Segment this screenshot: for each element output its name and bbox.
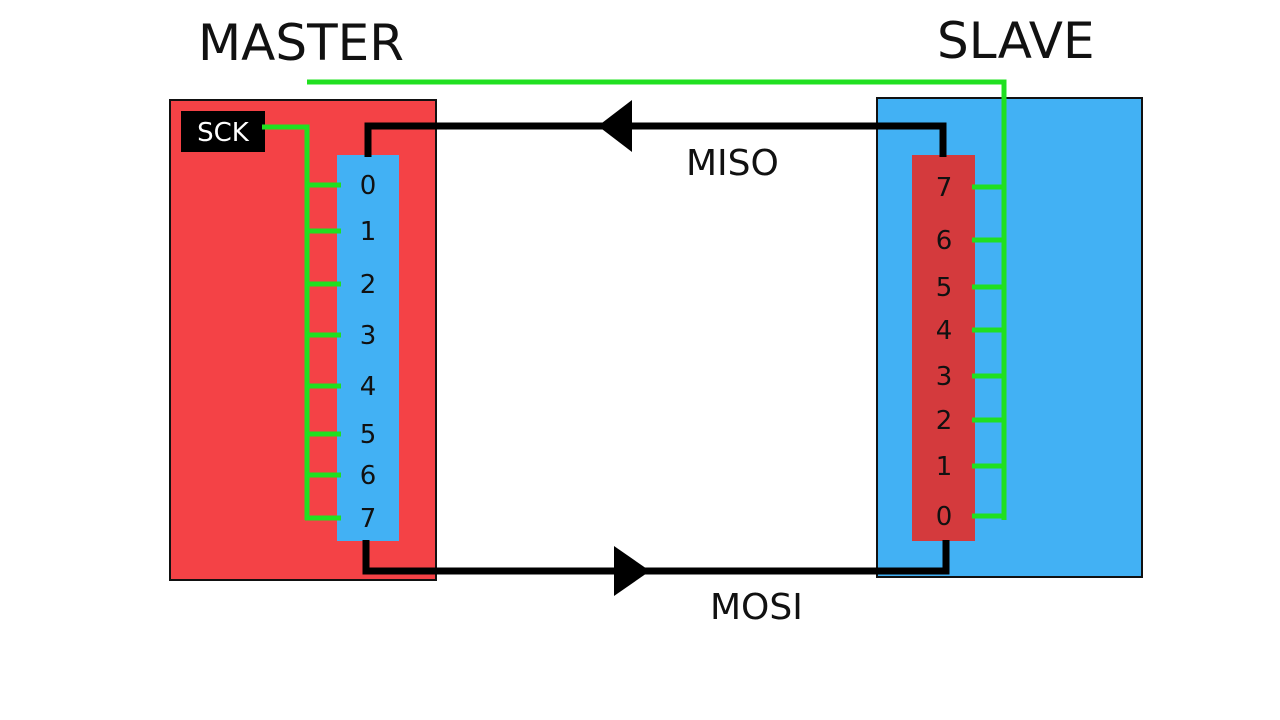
slave-bit-5: 5 (936, 273, 953, 303)
master-bit-4: 4 (360, 372, 377, 402)
slave-bit-2: 2 (936, 406, 953, 436)
slave-shift-register (912, 155, 975, 541)
mosi-arrowhead (614, 546, 650, 596)
master-bit-7: 7 (360, 504, 377, 534)
master-bit-labels: 0 1 2 3 4 5 6 7 (360, 171, 377, 534)
slave-bit-0: 0 (936, 502, 953, 532)
miso-label: MISO (686, 143, 779, 184)
slave-bit-3: 3 (936, 362, 953, 392)
master-bit-0: 0 (360, 171, 377, 201)
master-bit-6: 6 (360, 461, 377, 491)
slave-title: SLAVE (937, 12, 1095, 70)
mosi-label: MOSI (710, 587, 803, 628)
slave-bit-1: 1 (936, 452, 953, 482)
master-bit-5: 5 (360, 420, 377, 450)
sck-label: SCK (197, 118, 250, 148)
slave-bit-labels: 7 6 5 4 3 2 1 0 (936, 173, 953, 532)
miso-line (364, 100, 947, 157)
master-bit-1: 1 (360, 217, 377, 247)
master-shift-register (337, 155, 399, 541)
slave-bit-6: 6 (936, 226, 953, 256)
clock-line (262, 79, 1007, 521)
slave-bit-4: 4 (936, 316, 953, 346)
master-bit-2: 2 (360, 270, 377, 300)
master-title: MASTER (198, 14, 404, 72)
slave-bit-7: 7 (936, 173, 953, 203)
master-bit-3: 3 (360, 321, 377, 351)
sck-box (181, 111, 265, 152)
mosi-line (362, 540, 950, 596)
miso-arrowhead (598, 100, 632, 152)
